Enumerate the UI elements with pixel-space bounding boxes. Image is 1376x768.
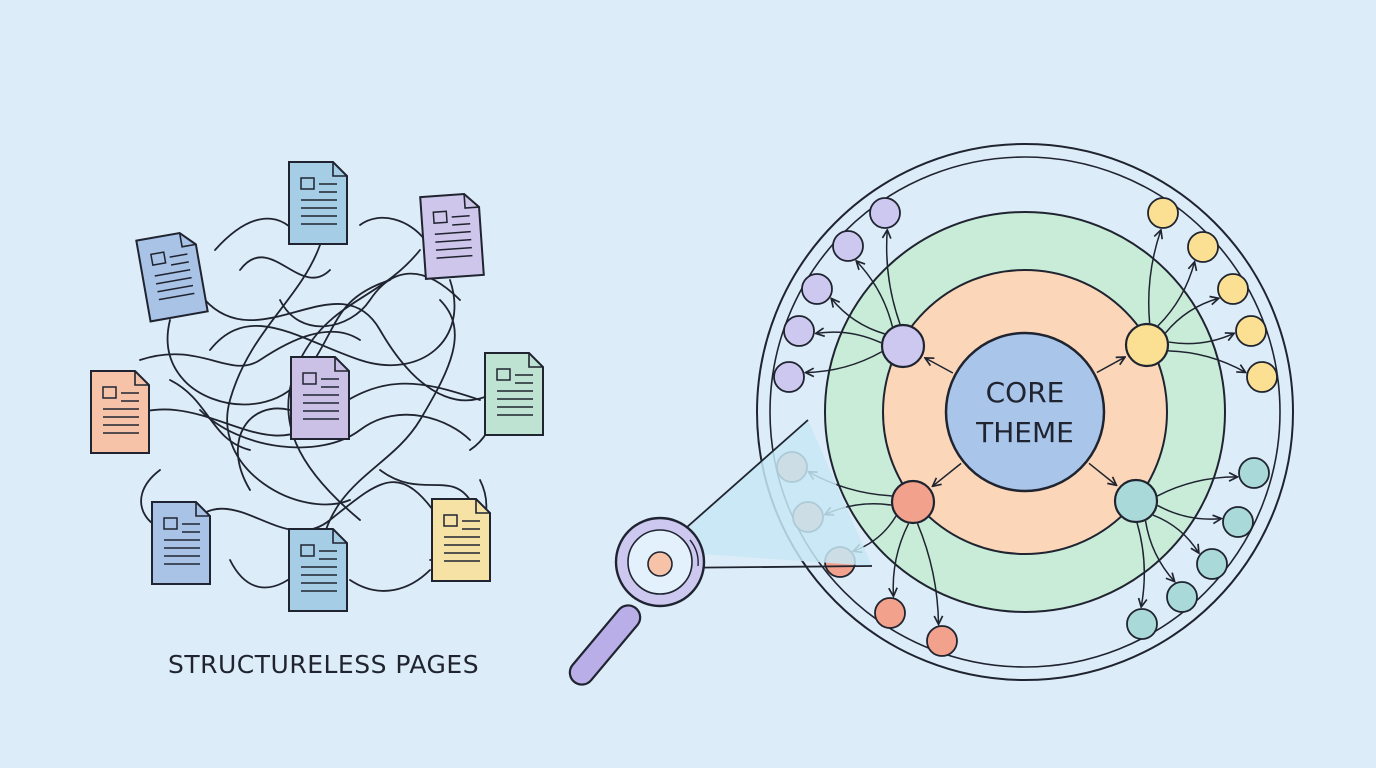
yellow-leaf-node (1147, 197, 1179, 229)
teal-leaf-node (1238, 457, 1270, 489)
red-leaf-node (926, 625, 958, 657)
tangle-link (279, 272, 461, 328)
purple-hub-node (880, 323, 926, 369)
flow-arrow (856, 261, 894, 327)
flow-arrow (831, 298, 885, 335)
outer-ring-inner-line (769, 156, 1281, 668)
magnifier-icon (568, 419, 873, 686)
flow-arrow (816, 332, 882, 344)
document-icon (288, 161, 348, 245)
flow-arrow (1157, 477, 1237, 497)
tangle-link (169, 379, 251, 451)
theme-network (773, 197, 1278, 657)
tangle-link (236, 407, 291, 491)
magnifier-beam (660, 420, 872, 566)
flow-arrow (1157, 504, 1222, 519)
yellow-leaf-node (1187, 231, 1219, 263)
tangle-link (209, 279, 456, 366)
document-icon (290, 356, 350, 440)
flow-arrow (1168, 350, 1245, 373)
core-theme-circle (944, 331, 1106, 493)
flow-arrow (1164, 298, 1218, 334)
purple-leaf-node (869, 197, 901, 229)
document-icon (431, 498, 491, 582)
tangle-link (349, 569, 431, 592)
teal-leaf-node (1196, 548, 1228, 580)
teal-leaf-node (1166, 581, 1198, 613)
tangle-link (199, 409, 471, 449)
tangle-link (226, 244, 351, 506)
flow-arrow (1088, 462, 1117, 485)
yellow-hub-node (1124, 322, 1170, 368)
flow-arrow (1147, 230, 1161, 324)
document-icon (288, 528, 348, 612)
flow-arrow (916, 523, 938, 625)
purple-leaf-node (783, 315, 815, 347)
teal-leaf-node (1222, 506, 1254, 538)
document-icon (484, 352, 544, 436)
tangle-link (359, 216, 426, 241)
structureless-pages-caption: STRUCTURELESS PAGES (168, 650, 480, 679)
tangle-link (214, 217, 301, 251)
teal-hub-node (1113, 478, 1159, 524)
tangle-link (139, 330, 361, 367)
tangle-link (204, 299, 511, 402)
document-icon (135, 231, 209, 323)
flow-arrow (925, 358, 954, 374)
core-theme-label-line2: THEME (975, 416, 1074, 449)
purple-leaf-node (832, 230, 864, 262)
flow-arrow (1136, 522, 1144, 607)
yellow-leaf-node (1246, 361, 1278, 393)
purple-leaf-node (773, 361, 805, 393)
document-icon (419, 193, 485, 280)
flow-arrow (893, 523, 910, 597)
red-hub-node (890, 479, 936, 525)
flow-arrow (1168, 333, 1234, 345)
red-leaf-node (874, 597, 906, 629)
flow-arrow (1152, 514, 1199, 553)
documents-cluster (90, 161, 544, 612)
teal-leaf-node (1126, 608, 1158, 640)
purple-leaf-node (801, 273, 833, 305)
tangle-link (239, 256, 331, 279)
magnified-node (647, 551, 673, 577)
yellow-leaf-node (1217, 273, 1249, 305)
document-icon (90, 370, 150, 454)
yellow-leaf-node (1235, 315, 1267, 347)
flow-arrow (1157, 262, 1195, 327)
flow-arrow (1144, 520, 1175, 582)
tangle-link (184, 481, 441, 532)
magnifier-handle (568, 604, 642, 686)
flow-arrow (805, 351, 883, 373)
flow-arrow (1096, 357, 1125, 374)
flow-arrow (887, 230, 901, 325)
tangle-link (379, 469, 471, 501)
document-icon (151, 501, 211, 585)
theme-rings: CORE THEME (756, 143, 1294, 681)
core-theme-label-line1: CORE (986, 376, 1065, 409)
flow-arrow (932, 462, 962, 486)
